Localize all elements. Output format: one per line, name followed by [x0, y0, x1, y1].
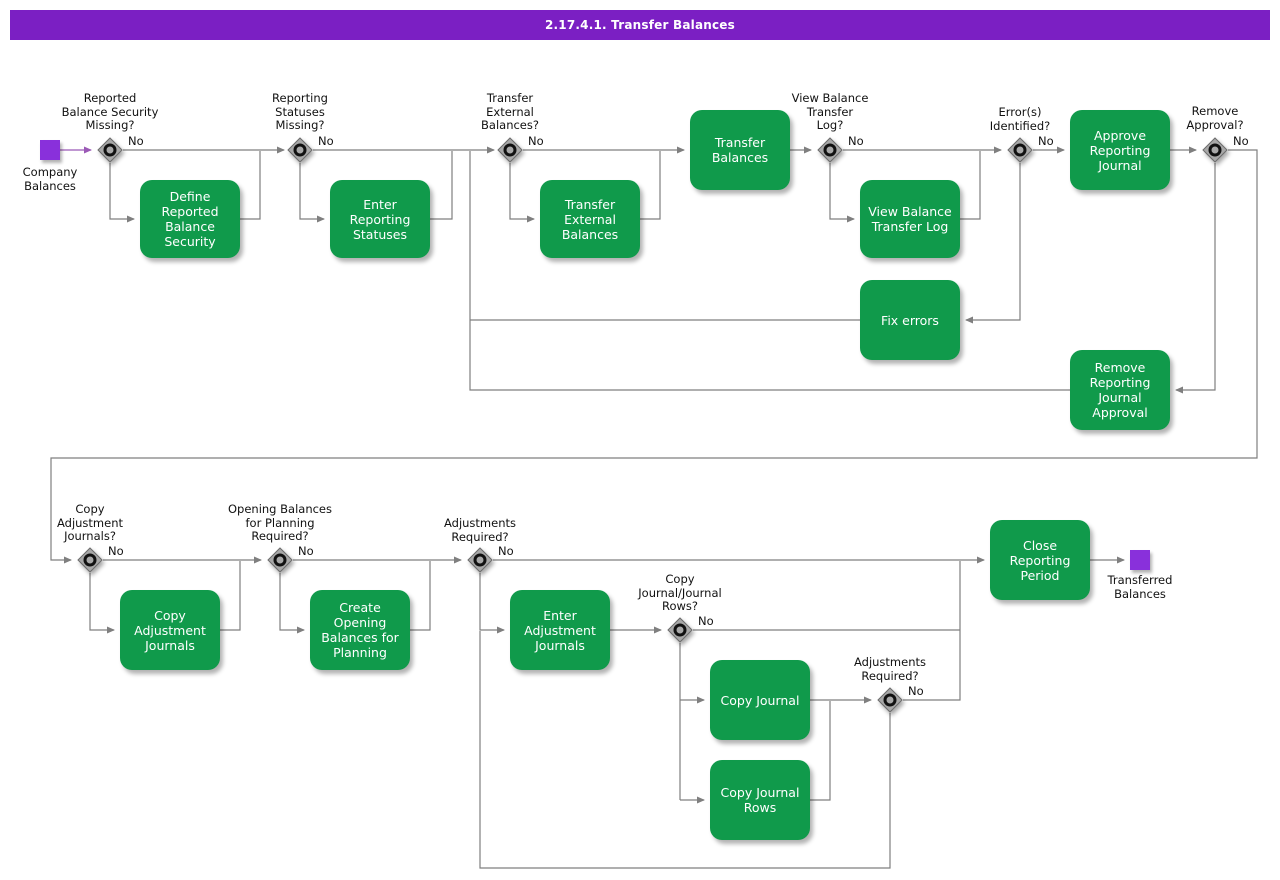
- connector-create-opening-out: [410, 561, 431, 631]
- connector-copy-adj-out: [220, 561, 241, 631]
- connector-box4-out: [960, 151, 981, 220]
- diagram-title: 2.17.4.1. Transfer Balances: [545, 18, 735, 32]
- connector-box2-out: [430, 151, 453, 220]
- decision-label-adjustments-required-2: Adjustments Required?: [853, 655, 926, 683]
- end-node: [1130, 550, 1150, 570]
- connector-d3-yes: [509, 163, 535, 223]
- decision-remove-approval: [1202, 137, 1228, 163]
- no-label-d6: No: [1233, 134, 1249, 148]
- no-label-d9: No: [498, 544, 514, 558]
- connector-copy-journal-rows-out: [810, 701, 831, 801]
- connector-box1-out: [240, 151, 261, 220]
- decision-label-copy-adjustment-journals: Copy Adjustment Journals?: [56, 502, 124, 543]
- activity-create-opening-balances-for-planning: Create Opening Balances for Planning: [310, 590, 410, 670]
- no-label-d4: No: [848, 134, 864, 148]
- decision-diamond-icon: [817, 137, 843, 163]
- no-label-d7: No: [108, 544, 124, 558]
- connector-d6-no-wrap-to-row2: [50, 149, 1258, 564]
- activity-fix-errors: Fix errors: [860, 280, 960, 360]
- decision-label-view-balance-transfer-log: View Balance Transfer Log?: [791, 91, 869, 132]
- decision-diamond-icon: [667, 617, 693, 643]
- connector-d5-yes-to-fix-errors: [965, 163, 1021, 324]
- activity-close-reporting-period: Close Reporting Period: [990, 520, 1090, 600]
- connector-d7-yes: [89, 573, 115, 634]
- no-label-d2: No: [318, 134, 334, 148]
- decision-diamond-icon: [497, 137, 523, 163]
- activity-enter-adjustment-journals: Enter Adjustment Journals: [510, 590, 610, 670]
- activity-transfer-external-balances: Transfer External Balances: [540, 180, 640, 258]
- decision-diamond-icon: [287, 137, 313, 163]
- activity-approve-reporting-journal: Approve Reporting Journal: [1070, 110, 1170, 190]
- activity-copy-adjustment-journals: Copy Adjustment Journals: [120, 590, 220, 670]
- decision-label-errors-identified: Error(s) Identified?: [989, 105, 1051, 133]
- decision-opening-balances-planning: [267, 547, 293, 573]
- decision-diamond-icon: [467, 547, 493, 573]
- connector-remove-approval-box-out: [469, 151, 1070, 391]
- decision-label-adjustments-required-1: Adjustments Required?: [443, 516, 516, 544]
- decision-reporting-statuses: [287, 137, 313, 163]
- decision-adjustments-required-1: [467, 547, 493, 573]
- decision-label-reported-balance-security: Reported Balance Security Missing?: [61, 91, 159, 132]
- connector-d4-yes: [829, 163, 855, 223]
- decision-view-balance-transfer-log: [817, 137, 843, 163]
- decision-label-opening-balances-planning: Opening Balances for Planning Required?: [227, 502, 332, 543]
- activity-enter-reporting-statuses: Enter Reporting Statuses: [330, 180, 430, 258]
- activity-define-reported-balance-security: Define Reported Balance Security: [140, 180, 240, 258]
- decision-diamond-icon: [97, 137, 123, 163]
- decision-errors-identified: [1007, 137, 1033, 163]
- decision-diamond-icon: [1007, 137, 1033, 163]
- start-node: [40, 140, 60, 160]
- connector-d2-yes: [299, 163, 325, 223]
- no-label-d3: No: [528, 134, 544, 148]
- activity-view-balance-transfer-log: View Balance Transfer Log: [860, 180, 960, 258]
- connector-d9-yes: [479, 573, 505, 634]
- decision-reported-balance-security: [97, 137, 123, 163]
- decision-adjustments-required-2: [877, 687, 903, 713]
- decision-transfer-external-balances: [497, 137, 523, 163]
- no-label-d5: No: [1038, 134, 1054, 148]
- activity-copy-journal-rows: Copy Journal Rows: [710, 760, 810, 840]
- title-bar: 2.17.4.1. Transfer Balances: [10, 10, 1270, 40]
- connector-box3-out: [640, 151, 661, 220]
- decision-label-remove-approval: Remove Approval?: [1186, 104, 1244, 132]
- decision-diamond-icon: [77, 547, 103, 573]
- no-label-d10: No: [698, 614, 714, 628]
- decision-copy-journal-rows-question: [667, 617, 693, 643]
- decision-label-reporting-statuses: Reporting Statuses Missing?: [272, 91, 328, 132]
- connector-d11-no: [903, 561, 961, 701]
- no-label-d11: No: [908, 684, 924, 698]
- no-label-d8: No: [298, 544, 314, 558]
- decision-diamond-icon: [1202, 137, 1228, 163]
- no-label-d1: No: [128, 134, 144, 148]
- connector-d1-yes: [109, 163, 135, 223]
- decision-label-transfer-external-balances: Transfer External Balances?: [481, 91, 539, 132]
- connector-d6-yes-to-remove-approval-box: [1175, 163, 1216, 394]
- start-node-label: Company Balances: [22, 165, 78, 193]
- decision-copy-adjustment-journals: [77, 547, 103, 573]
- decision-diamond-icon: [267, 547, 293, 573]
- activity-transfer-balances: Transfer Balances: [690, 110, 790, 190]
- connector-d8-yes: [279, 573, 305, 634]
- activity-remove-reporting-journal-approval: Remove Reporting Journal Approval: [1070, 350, 1170, 430]
- decision-label-copy-journal-rows-question: Copy Journal/Journal Rows?: [638, 572, 722, 613]
- connector-d11-yes-loopback: [479, 631, 891, 869]
- activity-copy-journal: Copy Journal: [710, 660, 810, 740]
- decision-diamond-icon: [877, 687, 903, 713]
- end-node-label: Transferred Balances: [1107, 573, 1173, 601]
